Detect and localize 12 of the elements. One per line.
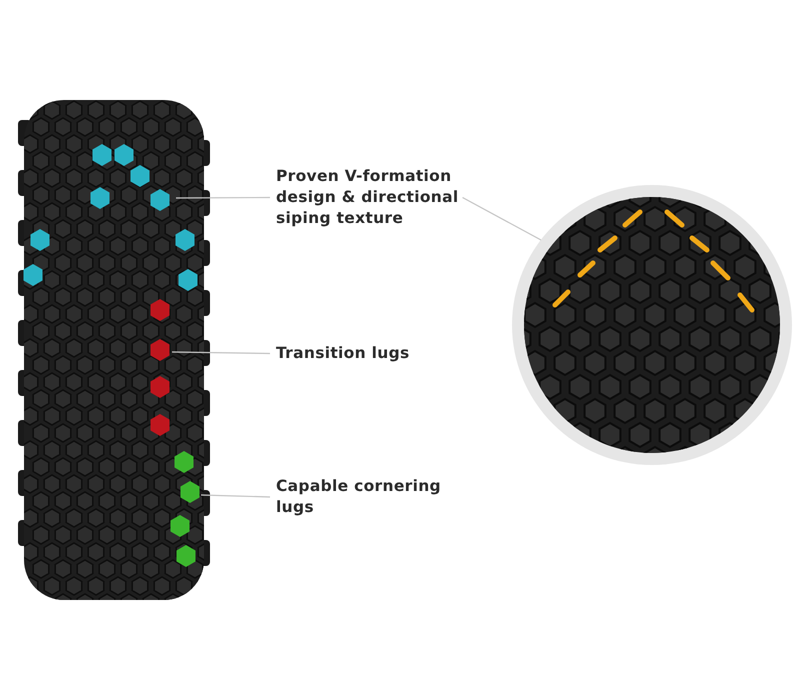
- highlighted-lugs: [170, 451, 200, 567]
- leader-line: [462, 196, 542, 241]
- tread-closeup-drawing: [512, 185, 792, 465]
- leader-line: [200, 494, 270, 498]
- callout-label: Transition lugs: [276, 343, 411, 364]
- highlighted-lugs: [150, 299, 170, 436]
- leader-line: [176, 196, 270, 199]
- tire-tread-drawing: [18, 100, 210, 600]
- highlighted-lugs: [24, 144, 198, 291]
- callout-label: Proven V-formation design & directional siping texture: [276, 166, 460, 229]
- leader-line: [172, 351, 270, 354]
- callout-label: Capable cornering lugs: [276, 476, 442, 518]
